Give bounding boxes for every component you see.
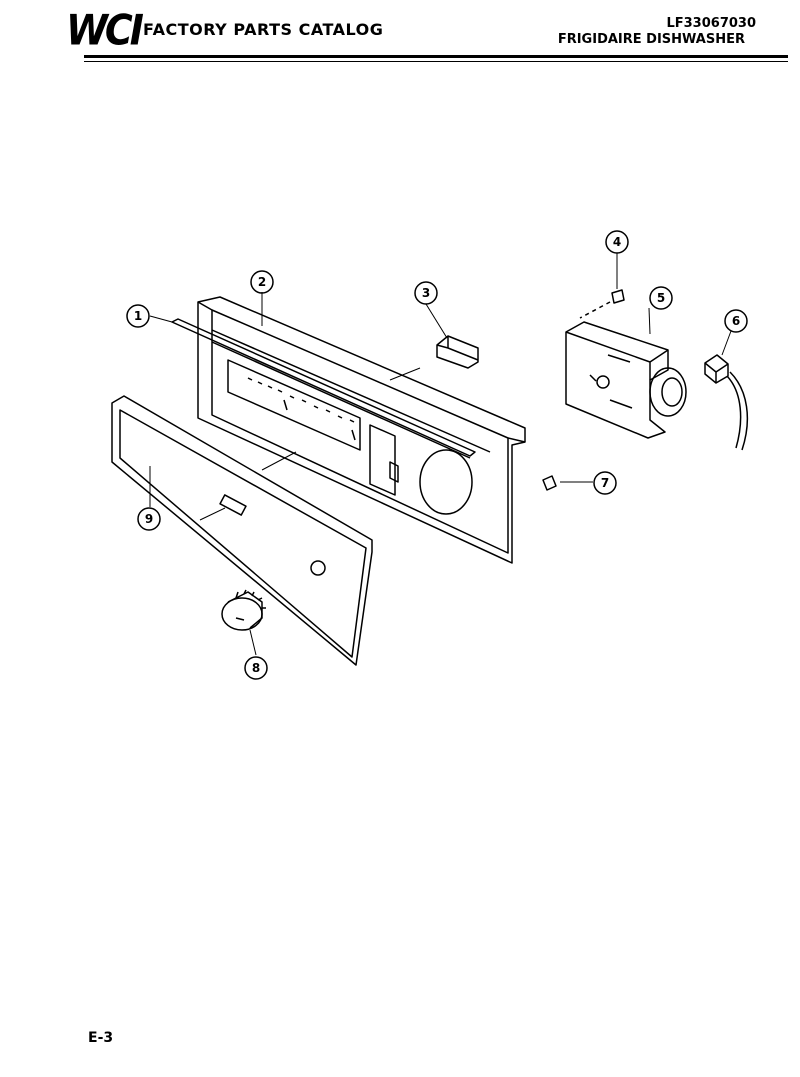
callout-circle-3 <box>414 281 438 305</box>
callout-circle-2 <box>250 270 274 294</box>
leader-lines <box>149 253 732 656</box>
callout-circle-7 <box>593 471 617 495</box>
page-code: E-3 <box>88 1030 114 1046</box>
knob-drawing <box>221 589 266 631</box>
callout-number-6: 6 <box>732 314 740 328</box>
callout-circle-9 <box>137 507 161 531</box>
trim-strip-drawing <box>171 318 476 457</box>
control-panel-drawing <box>197 296 526 564</box>
callout-circle-8 <box>244 656 268 680</box>
product-name: FRIGIDAIRE DISHWASHER <box>557 32 745 47</box>
callout-number-4: 4 <box>613 235 621 249</box>
console-overlay-drawing <box>111 395 373 666</box>
callout-circle-6 <box>724 309 748 333</box>
callout-number-9: 9 <box>145 512 153 526</box>
callout-number-1: 1 <box>134 309 142 323</box>
callout-number-3: 3 <box>422 286 430 300</box>
callout-number-8: 8 <box>252 661 260 675</box>
switch-drawing <box>436 335 479 369</box>
callout-circles <box>126 230 748 680</box>
callout-circle-1 <box>126 304 150 328</box>
catalog-title: FACTORY PARTS CATALOG <box>143 20 384 39</box>
wire-harness-drawing <box>704 354 749 451</box>
header-rule-thin <box>84 61 788 62</box>
callout-number-2: 2 <box>258 275 266 289</box>
clip-drawing <box>542 475 557 491</box>
callout-number-7: 7 <box>601 476 609 490</box>
callout-circle-4 <box>605 230 629 254</box>
callout-number-5: 5 <box>657 291 665 305</box>
wci-logo: WCI <box>66 5 144 55</box>
model-number: LF33067030 <box>666 16 756 31</box>
callout-circle-5 <box>649 286 673 310</box>
screw-drawing <box>579 289 625 319</box>
header-rule-thick <box>84 55 788 58</box>
timer-drawing <box>565 321 687 439</box>
